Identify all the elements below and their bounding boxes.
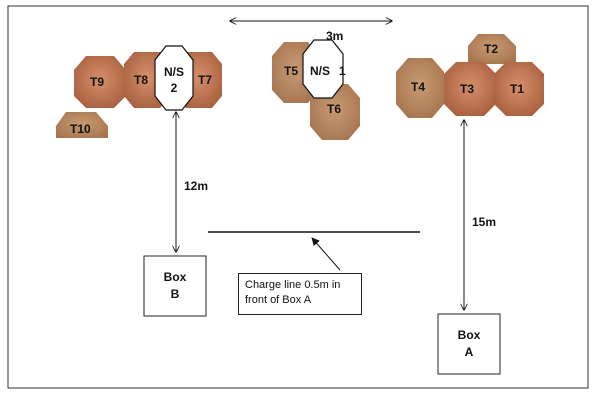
svg-text:T9: T9: [90, 75, 104, 89]
svg-text:A: A: [465, 345, 474, 359]
svg-text:T2: T2: [484, 42, 498, 56]
box-b: Box B: [143, 255, 207, 317]
svg-text:T3: T3: [460, 82, 474, 96]
svg-text:T10: T10: [70, 122, 91, 136]
target-t1: T1: [494, 62, 544, 116]
svg-text:T4: T4: [411, 80, 425, 94]
svg-text:T7: T7: [198, 73, 212, 87]
box-a: Box A: [437, 313, 501, 375]
target-t9: T9: [74, 56, 126, 108]
svg-text:B: B: [171, 287, 180, 301]
no-shoot-2: N/S 2: [154, 45, 194, 111]
svg-text:T8: T8: [134, 73, 148, 87]
target-t2: T2: [468, 34, 516, 64]
svg-text:2: 2: [171, 81, 178, 95]
svg-text:T6: T6: [327, 102, 341, 116]
svg-text:N/S: N/S: [164, 65, 184, 79]
svg-text:Box: Box: [458, 328, 481, 342]
distance-label-right: 15m: [472, 215, 496, 229]
svg-text:1: 1: [339, 64, 346, 78]
svg-text:T1: T1: [510, 82, 524, 96]
target-t4: T4: [396, 58, 444, 118]
charge-note-pointer: [311, 237, 341, 271]
target-t10: T10: [56, 112, 108, 138]
outer-border: [7, 5, 589, 389]
svg-text:N/S: N/S: [310, 64, 330, 78]
svg-text:T5: T5: [284, 64, 298, 78]
distance-label-left: 12m: [184, 179, 208, 193]
target-t3: T3: [444, 62, 496, 116]
svg-text:Box: Box: [164, 270, 187, 284]
no-shoot-1: N/S 1: [302, 39, 346, 99]
charge-line-note: Charge line 0.5m in front of Box A: [238, 273, 362, 315]
